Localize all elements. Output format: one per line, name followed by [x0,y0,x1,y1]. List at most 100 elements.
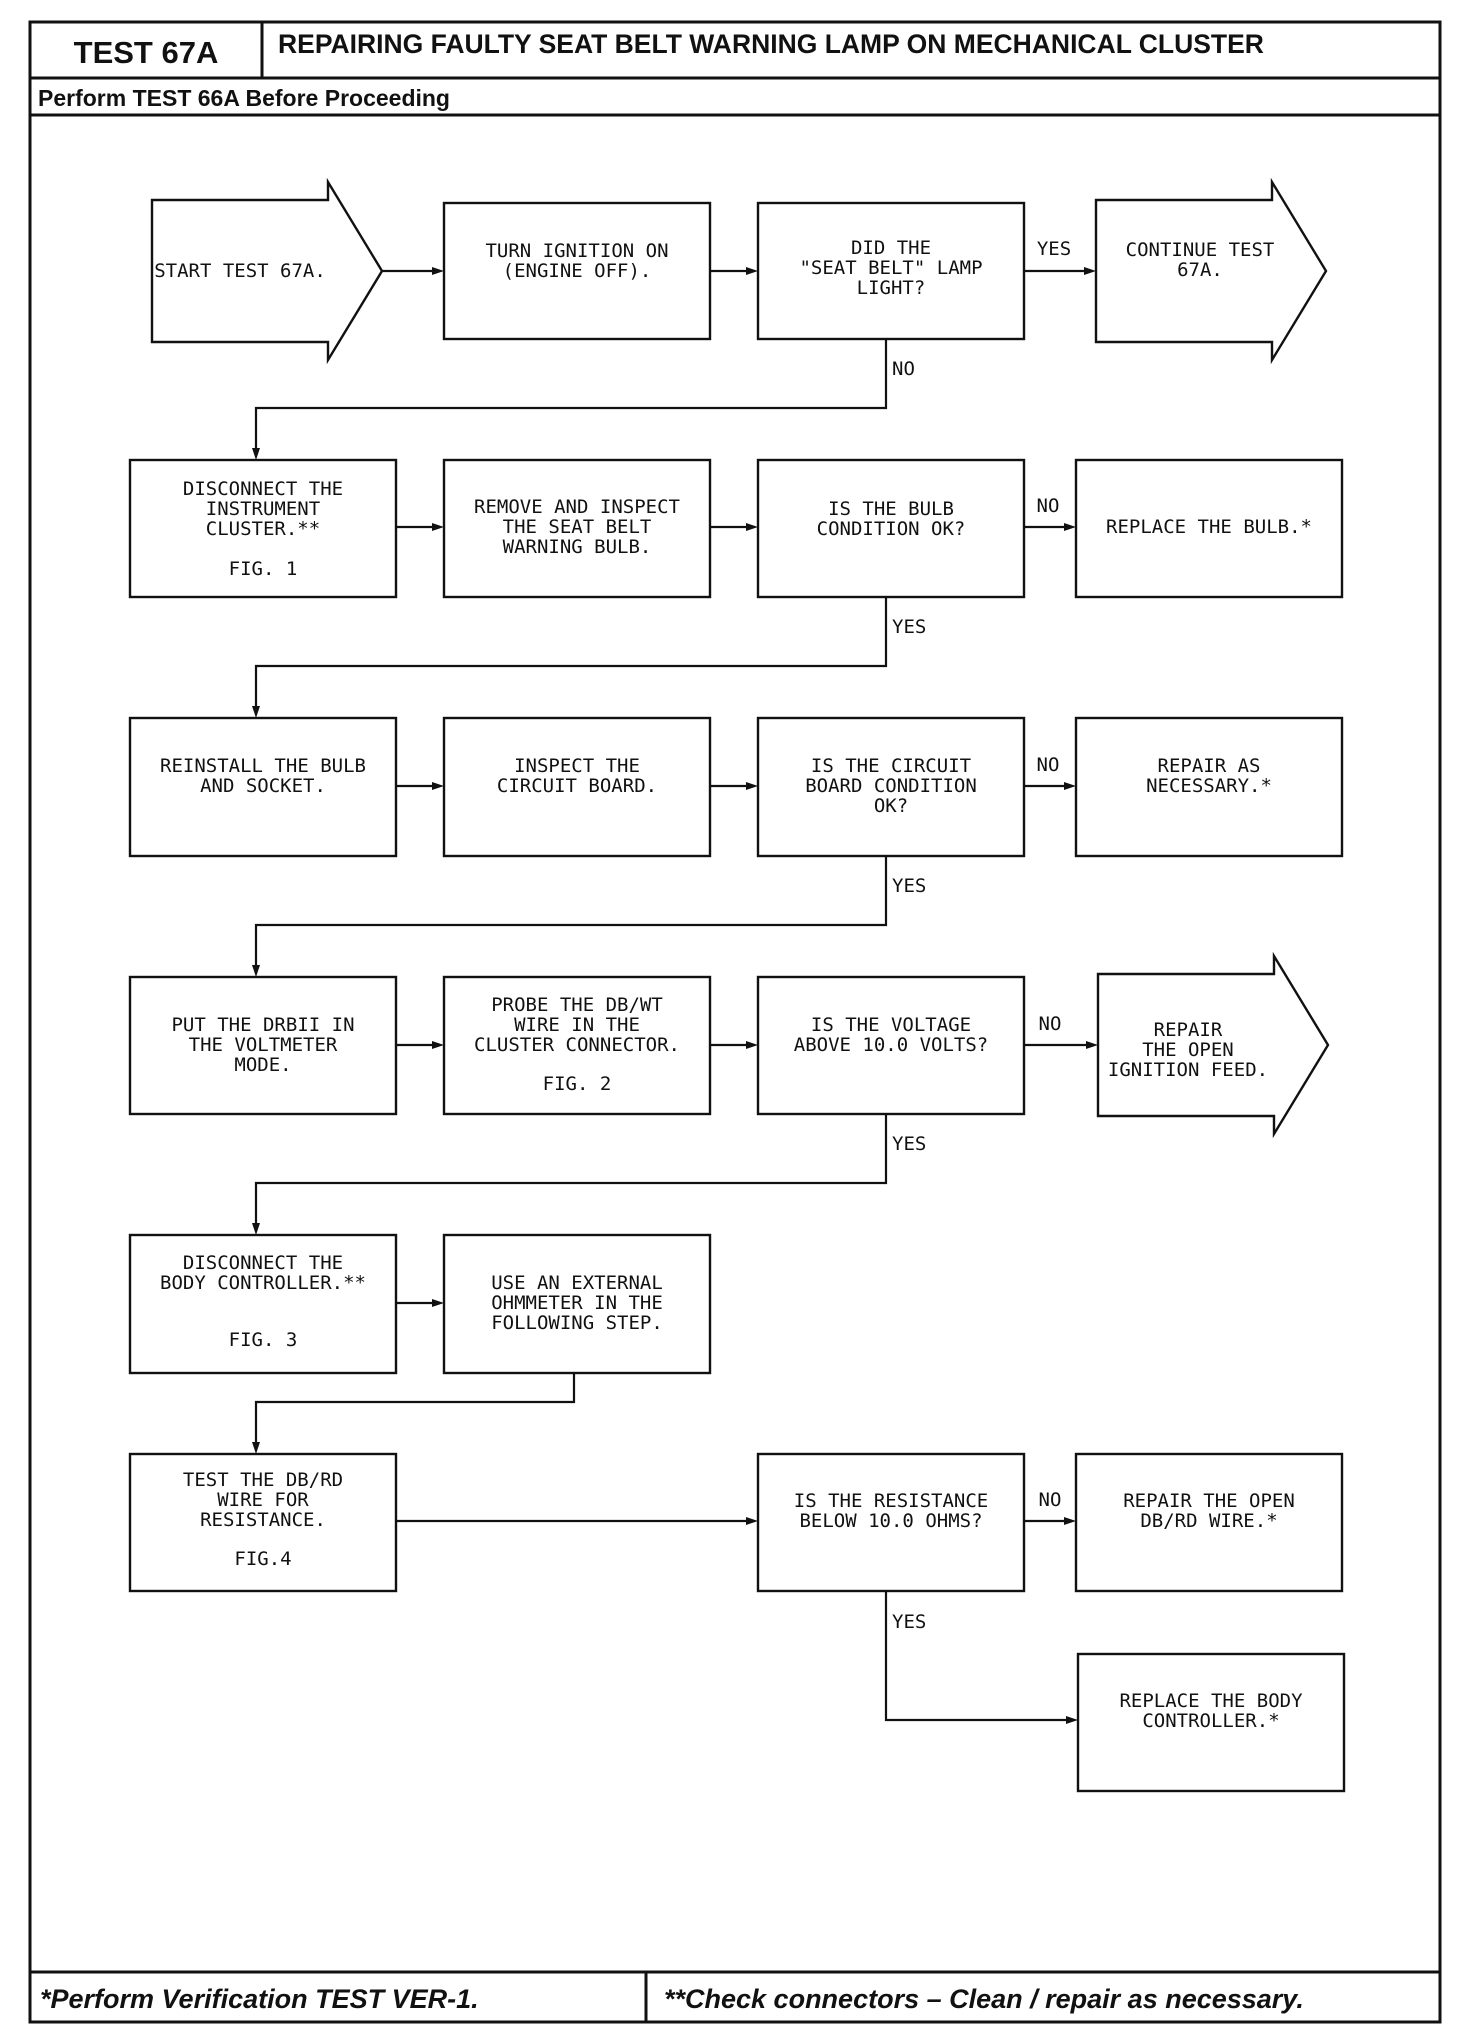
label-line: NECESSARY.* [1146,775,1272,797]
arrowhead [1064,782,1076,790]
arrowhead [252,965,260,977]
page-frame [28,20,1442,2024]
inspect-bulb-box [442,458,712,599]
drbii-box [128,975,398,1116]
label-line: REPAIR AS [1158,755,1261,777]
label-line: (ENGINE OFF). [503,260,652,282]
arrowhead [746,782,758,790]
board-question-box [756,716,1026,858]
arrowhead [1064,523,1076,531]
arrowhead [1066,1716,1078,1724]
test-id: TEST 67A [74,35,219,70]
connector-bulb-yes [254,597,888,712]
lamp-question-box [756,201,1026,341]
test-dbrd-box [128,1452,398,1593]
connectors: YES NO NO YES NO YES NO YES NO YES [254,238,1092,1722]
arrowhead [432,782,444,790]
page-title: REPAIRING FAULTY SEAT BELT WARNING LAMP … [278,29,1264,59]
bulb-question-box [756,458,1026,599]
arrowhead [746,523,758,531]
page-subtitle: Perform TEST 66A Before Proceeding [38,85,450,111]
label-line: PROBE THE DB/WT [491,994,663,1016]
connector-resistance-yes [884,1591,1072,1722]
label-line: BELOW 10.0 OHMS? [799,1510,982,1532]
ohmmeter-box [442,1233,712,1375]
label-line: REPLACE THE BODY [1119,1690,1303,1712]
arrowhead [252,448,260,460]
disconnect-cluster-box [128,458,398,599]
probe-wire-fig: FIG. 2 [543,1073,612,1095]
label-line: DISCONNECT THE [183,478,343,500]
arrowhead [432,1041,444,1049]
ignition-on-box [442,201,712,341]
resistance-question-box [756,1452,1026,1593]
arrowhead [1084,267,1096,275]
label-line: START TEST 67A. [154,260,326,282]
arrowhead [746,1517,758,1525]
arrowhead [252,1442,260,1454]
label-line: CONTINUE TEST [1126,239,1275,261]
label-line: "SEAT BELT" LAMP [799,257,982,279]
label-line: REINSTALL THE BULB [160,755,366,777]
replace-bulb-label: REPLACE THE BULB.* [1106,516,1312,538]
label-line: THE OPEN [1142,1039,1234,1061]
no-label: NO [1037,495,1060,517]
start-test-label: START TEST 67A. [154,260,326,282]
label-line: CLUSTER CONNECTOR. [474,1034,680,1056]
label-line: IS THE BULB [828,498,954,520]
yes-label: YES [892,1133,926,1155]
arrowhead [746,1041,758,1049]
label-line: BODY CONTROLLER.** [160,1272,366,1294]
continue-test-arrow [1094,177,1328,365]
footer-note-connectors: **Check connectors – Clean / repair as n… [664,1984,1304,2014]
label-line: IGNITION FEED. [1108,1059,1268,1081]
label-line: PUT THE DRBII IN [171,1014,354,1036]
arrowhead [432,523,444,531]
connector-voltage-yes [254,1114,888,1229]
no-label: NO [892,358,915,380]
start-test-arrow [150,177,384,365]
flow-shapes [128,177,1346,1793]
yes-label: YES [892,1611,926,1633]
arrowhead [1064,1517,1076,1525]
label-line: REMOVE AND INSPECT [474,496,680,518]
flow-text: START TEST 67A. TURN IGNITION ON(ENGINE … [154,237,1312,1732]
label-line: BOARD CONDITION [805,775,977,797]
label-line: INSTRUMENT [206,498,320,520]
label-line: MODE. [234,1054,291,1076]
replace-bc-box [1076,1652,1346,1793]
label-line: IS THE VOLTAGE [811,1014,971,1036]
probe-wire-box [442,975,712,1116]
arrowheads [252,267,1098,1724]
arrowhead [1086,1041,1098,1049]
no-label: NO [1037,754,1060,776]
footer-note-verification: *Perform Verification TEST VER-1. [40,1984,479,2014]
yes-label: YES [1037,238,1071,260]
label-line: WARNING BULB. [503,536,652,558]
arrowhead [252,1223,260,1235]
label-line: THE VOLTMETER [189,1034,338,1056]
connector-ohmmeter-to-test [254,1373,576,1448]
label-line: FOLLOWING STEP. [491,1312,663,1334]
ignition-on-label: TURN IGNITION ON(ENGINE OFF). [485,240,668,282]
label-line: LIGHT? [857,277,926,299]
label-line: THE SEAT BELT [503,516,652,538]
label-line: TEST THE DB/RD [183,1469,343,1491]
label-line: OHMMETER IN THE [491,1292,663,1314]
label-line: DB/RD WIRE.* [1140,1510,1277,1532]
